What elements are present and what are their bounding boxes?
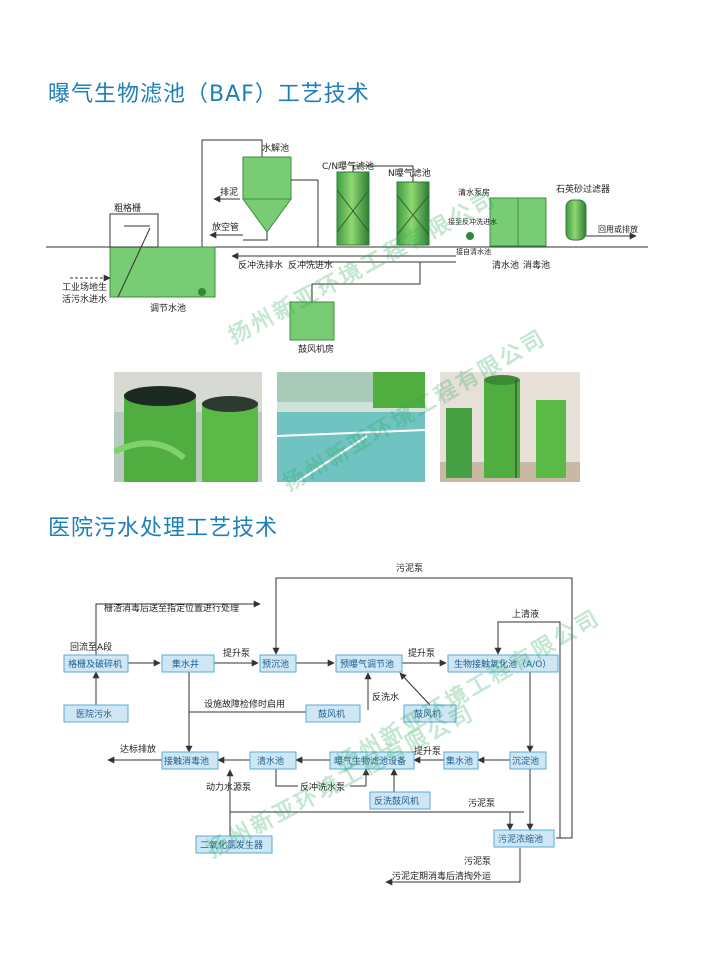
screen-crusher-label: 格栅及破碎机 (68, 658, 122, 670)
clo2-generator-box (195, 835, 273, 854)
sludge-pump-bottom-label: 污泥泵 (464, 855, 491, 867)
backwash-blower-label: 反洗鼓风机 (374, 795, 419, 807)
clear-tank-box (249, 751, 297, 770)
return-a-label: 回流至A段 (70, 641, 112, 653)
clear-tank-label: 清水池 (492, 259, 519, 271)
reuse-discharge-label: 回用或排放 (598, 224, 638, 234)
sludge-thickener-box (493, 829, 555, 848)
pre-aeration-label: 预曝气调节池 (340, 658, 394, 670)
contact-disinfection-box (161, 751, 219, 770)
hospital-sewage-box (63, 704, 129, 723)
inflow-label-1: 工业场地生 (62, 281, 107, 293)
baf-equipment-label: 曝气生物滤池设备 (334, 755, 406, 767)
hospital-sewage-label: 医院污水 (76, 708, 112, 720)
pre-settling-label: 预沉池 (262, 658, 289, 670)
hospital-section-title: 医院污水处理工艺技术 (48, 516, 279, 541)
collection-well-label: 集水井 (172, 658, 199, 670)
baf-equipment-box (329, 751, 415, 770)
supernatant-label: 上清液 (512, 608, 539, 620)
screen-residue-label: 栅渣消毒后送至指定位置进行处理 (104, 602, 239, 614)
blower-2-box (403, 704, 457, 723)
backwash-water-label-1: 反洗水 (372, 691, 399, 703)
hydrolysis-tank-label: 水解池 (262, 142, 289, 154)
baf-section-title: 曝气生物滤池（BAF）工艺技术 (48, 82, 370, 107)
blower-room-label: 鼓风机房 (298, 343, 334, 355)
regulating-tank-label: 调节水池 (150, 302, 186, 314)
pre-aeration-box (335, 654, 403, 673)
from-clear-tank-label: 接自清水池 (456, 247, 491, 256)
lift-pump-1-label: 提升泵 (223, 648, 250, 659)
sump-box (443, 751, 479, 770)
disinfection-tank-label: 消毒池 (523, 259, 550, 271)
pre-settling-box (259, 654, 297, 673)
backwash-blower-box (369, 791, 431, 810)
photo-clear-pool (277, 372, 425, 482)
blower-1-box (305, 704, 361, 723)
settling-tank-box (509, 751, 547, 770)
sludge-outbound-label: 污泥定期消毒后清掏外运 (392, 870, 491, 882)
bio-contact-label: 生物接触氧化池（A/O） (454, 658, 551, 670)
sludge-pump-top-label: 污泥泵 (396, 562, 423, 574)
cn-aeration-filter (336, 171, 370, 246)
sludge-thickener-label: 污泥浓缩池 (498, 833, 543, 845)
blower-room (289, 301, 335, 341)
bio-contact-box (447, 654, 559, 673)
submersible-pump (198, 288, 206, 296)
contact-disinfection-label: 接触消毒池 (164, 755, 209, 767)
screen-crusher-box (63, 654, 129, 673)
blower-1-label: 鼓风机 (318, 708, 345, 720)
inflow-label-2: 活污水进水 (62, 293, 107, 305)
clo2-generator-label: 二氧化氯发生器 (200, 839, 263, 851)
clear-pump-room-label: 清水泵房 (458, 187, 490, 197)
sludge-out-label: 排泥 (220, 186, 238, 198)
discharge-label: 达标排放 (120, 743, 156, 755)
sludge-pump-mid-label: 污泥泵 (468, 797, 495, 809)
power-water-label: 动力水源泵 (206, 781, 251, 793)
fault-note-label: 设施故障检修时启用 (204, 698, 285, 710)
coarse-screen-box (109, 213, 159, 248)
backwash-to-label: 接至反冲洗进水 (448, 217, 497, 226)
coarse-screen-label: 粗格栅 (114, 202, 141, 214)
quartz-filter-label: 石英砂过滤器 (556, 183, 610, 195)
baf-diagram: 粗格栅 调节水池 工业场地生 活污水进水 水解池 排泥 放空管 C/N曝气滤池 … (46, 139, 648, 355)
sump-label: 集水池 (446, 755, 473, 767)
collection-well-box (161, 654, 215, 673)
photo-filter-tank (114, 372, 262, 482)
backwash-pump-label: 反冲洗水泵 (300, 781, 345, 793)
cn-filter-label: C/N曝气滤池 (322, 160, 374, 172)
regulating-tank (109, 246, 216, 298)
lift-pump-3-label: 提升泵 (414, 746, 441, 757)
hospital-diagram: 污泥泵 栅渣消毒后送至指定位置进行处理 回流至A段 上清液 提升泵 提升泵 设施… (63, 562, 573, 886)
lift-pump-2-label: 提升泵 (408, 648, 435, 659)
vent-pipe-label: 放空管 (212, 221, 239, 233)
n-filter-label: N曝气滤池 (388, 167, 431, 179)
settling-tank-label: 沉淀池 (512, 755, 539, 767)
clear-tank-label-h: 清水池 (257, 755, 284, 767)
backwash-inlet-label: 反冲洗进水 (288, 259, 333, 271)
photo-filter-towers (440, 372, 580, 482)
blower-2-label: 鼓风机 (414, 708, 441, 720)
quartz-sand-filter (565, 199, 587, 241)
hydrolysis-tank (242, 156, 292, 200)
backwash-drain-label: 反冲洗排水 (238, 259, 283, 271)
n-aeration-filter (396, 181, 430, 246)
